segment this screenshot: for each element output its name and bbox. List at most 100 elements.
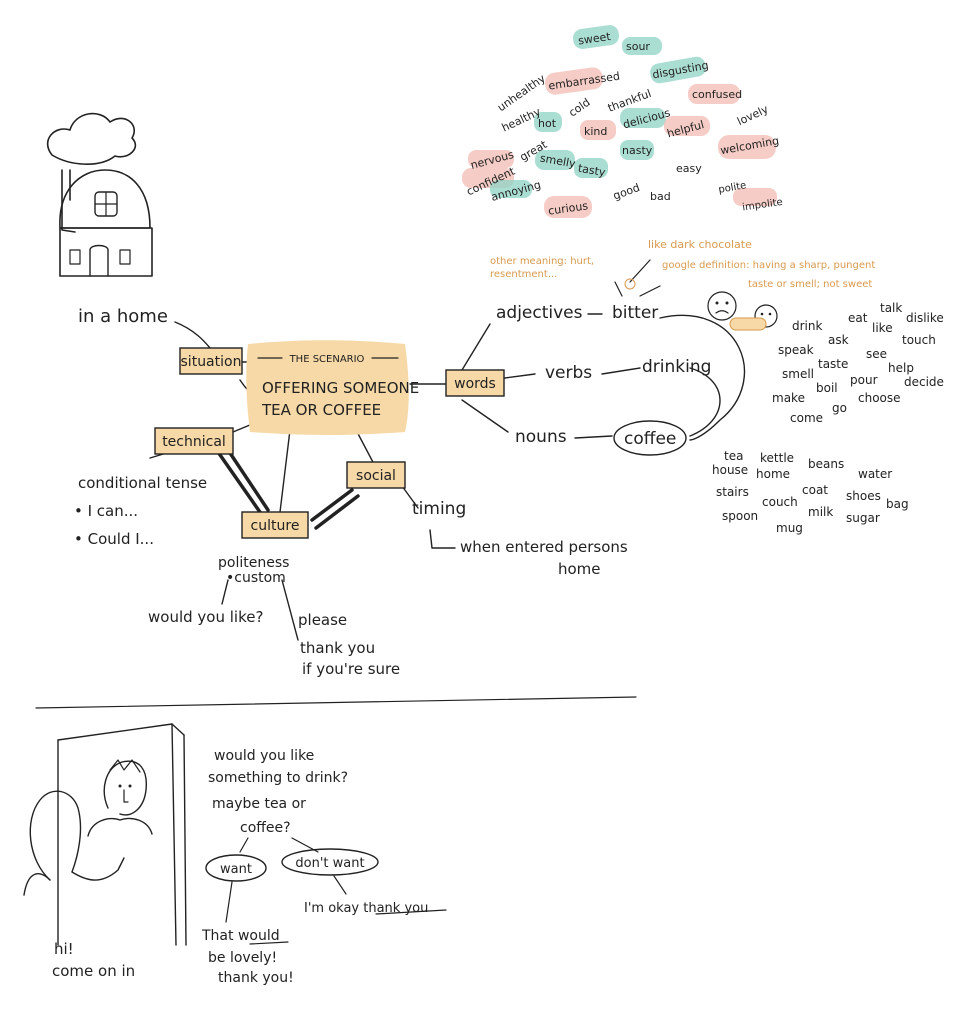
comic-greeting-hi: hi! [54,940,74,958]
node-situation-label: situation [181,354,242,370]
section-divider [36,697,636,708]
social-detail-1: when entered persons [460,538,628,556]
verb-word: decide [904,375,944,389]
verb-word: taste [818,357,848,371]
plus-icon [625,279,635,289]
node-words-label: words [454,376,496,392]
comic-yes-1: That would [201,928,280,944]
bitter-other-meaning: other meaning: hurt, [490,256,594,267]
culture-answer-thanks: thank you [300,639,375,657]
comic-offer-3: maybe tea or [212,796,306,812]
house-illustration [48,114,152,276]
comic-yes-3: thank you! [218,970,294,986]
noun-list: tea kettle beans water house home coat s… [712,449,909,535]
comic-offer-2: something to drink? [208,770,348,786]
adjective-word: bad [650,190,671,203]
bitter-google-2: taste or smell; not sweet [748,279,872,290]
adjective-word: confused [692,88,742,101]
noun-word: mug [776,521,803,535]
verb-word: talk [880,301,902,315]
adjective-word: easy [676,162,702,175]
scenario-header: THE SCENARIO [289,354,365,365]
verb-word: speak [778,343,814,357]
branch-verbs: verbs [545,363,592,383]
bitter-like: like dark chocolate [648,238,752,251]
noun-word: house [712,463,748,477]
scenario-line-2: TEA OR COFFEE [261,401,381,419]
noun-word: shoes [846,489,881,503]
adjective-word: good [611,181,641,203]
noun-word: stairs [716,485,749,499]
verb-word: see [866,347,887,361]
noun-word: sugar [846,511,880,525]
verb-word: help [888,361,914,375]
noun-word: beans [808,457,844,471]
verb-word: touch [902,333,936,347]
noun-word: couch [762,495,798,509]
node-social-label: social [356,468,396,484]
comic-greeting-come-in: come on in [52,962,135,980]
branch-bitter: bitter [612,303,658,323]
adjective-word: sour [626,40,650,53]
scenario-line-1: OFFERING SOMEONE [262,379,419,397]
node-situation: situation [180,348,242,374]
node-culture: culture [242,512,308,538]
adjective-word: cold [566,96,592,120]
culture-politeness: politeness [218,555,289,571]
culture-question: would you like? [148,608,263,626]
verb-word: ask [828,333,849,347]
verb-word: make [772,391,805,405]
verb-word: choose [858,391,901,405]
noun-word: tea [724,449,743,463]
comic-no: I'm okay thank you [304,901,428,916]
branch-nouns: nouns [515,427,567,447]
node-culture-label: culture [251,518,300,534]
node-technical: technical [155,428,233,454]
adjective-word: lovely [735,102,771,128]
comic-dont-want: don't want [295,856,364,871]
node-social: social [347,462,405,488]
house-label: in a home [78,306,168,327]
verb-word: eat [848,311,868,325]
technical-item-2: • Could I... [74,530,154,548]
verb-word: drink [792,319,822,333]
adjective-word: kind [584,125,607,138]
verb-word: boil [816,381,838,395]
adjective-word: hot [538,117,557,130]
scenario-node: THE SCENARIO OFFERING SOMEONE TEA OR COF… [246,340,419,435]
adjective-word: unhealthy [495,72,548,115]
verb-list: drink eat talk speak ask like dislike sm… [772,301,944,425]
comic-offer-1: would you like [214,748,314,764]
noun-word: kettle [760,451,794,465]
social-detail-2: home [558,560,601,578]
noun-word: milk [808,505,833,519]
noun-word: home [756,467,790,481]
bitter-google-1: google definition: having a sharp, punge… [662,260,875,271]
branch-coffee: coffee [624,429,676,449]
verb-word: come [790,411,823,425]
culture-custom: •custom [226,570,286,586]
branch-adjectives: adjectives [496,303,583,323]
bitter-resentment: resentment... [490,269,557,280]
comic-illustration [24,724,186,945]
comic-yes-2: be lovely! [208,950,277,966]
technical-title: conditional tense [78,474,207,492]
comic-offer-4: coffee? [240,820,291,836]
social-timing: timing [412,499,466,519]
node-technical-label: technical [162,434,226,450]
verb-word: pour [850,373,878,387]
noun-word: water [858,467,892,481]
verb-word: go [832,401,847,415]
technical-item-1: • I can... [74,502,138,520]
verb-word: dislike [906,311,944,325]
noun-word: bag [886,497,909,511]
noun-word: coat [802,483,828,497]
branch-drinking: drinking [642,357,711,377]
comic-want: want [220,862,252,877]
culture-answer-please: please [298,611,347,629]
adjective-word: nasty [622,144,653,157]
adjective-cloud: sweet sour unhealthy embarrassed disgust… [465,30,784,218]
node-words: words [446,370,504,396]
noun-word: spoon [722,509,758,523]
